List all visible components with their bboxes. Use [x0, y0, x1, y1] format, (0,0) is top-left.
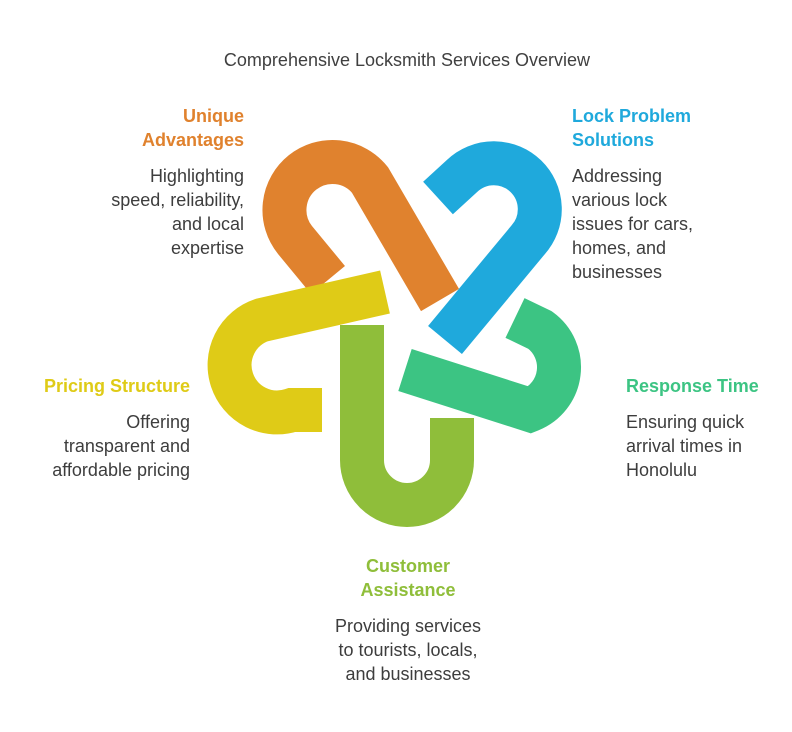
section-pricing-structure: Pricing Structure Offering transparent a…: [20, 374, 190, 482]
body-line: Honolulu: [626, 460, 698, 480]
body-line: businesses: [572, 262, 663, 282]
section-response-time: Response Time Ensuring quick arrival tim…: [626, 374, 786, 482]
heading-line: Response Time: [626, 376, 759, 396]
body-line: arrival times in: [626, 436, 743, 456]
loop-lock-problem-solutions: [423, 141, 562, 355]
body-line: affordable pricing: [52, 460, 190, 480]
heading-unique-advantages: Unique Advantages: [60, 104, 244, 152]
body-line: Ensuring quick: [626, 412, 745, 432]
heading-line: Customer: [365, 556, 450, 576]
heading-customer-assistance: Customer Assistance: [306, 554, 510, 602]
heading-lock-problem-solutions: Lock Problem Solutions: [572, 104, 772, 152]
heading-line: Advantages: [141, 130, 244, 150]
heading-line: Unique: [183, 106, 244, 126]
body-line: homes, and: [572, 238, 667, 258]
section-customer-assistance: Customer Assistance Providing services t…: [306, 554, 510, 686]
loop-customer-assistance: [340, 325, 474, 527]
section-lock-problem-solutions: Lock Problem Solutions Addressing variou…: [572, 104, 772, 284]
body-line: transparent and: [63, 436, 190, 456]
body-line: Offering: [126, 412, 190, 432]
body-pricing-structure: Offering transparent and affordable pric…: [20, 410, 190, 482]
body-line: Addressing: [572, 166, 663, 186]
body-line: Providing services: [334, 616, 482, 636]
body-unique-advantages: Highlighting speed, reliability, and loc…: [60, 164, 244, 260]
body-line: and local: [171, 214, 244, 234]
body-line: to tourists, locals,: [338, 640, 478, 660]
heading-line: Solutions: [572, 130, 654, 150]
heading-pricing-structure: Pricing Structure: [20, 374, 190, 398]
diagram-title: Comprehensive Locksmith Services Overvie…: [223, 50, 591, 70]
body-customer-assistance: Providing services to tourists, locals, …: [306, 614, 510, 686]
heading-response-time: Response Time: [626, 374, 786, 398]
heading-line: Assistance: [360, 580, 456, 600]
section-unique-advantages: Unique Advantages Highlighting speed, re…: [60, 104, 244, 260]
body-lock-problem-solutions: Addressing various lock issues for cars,…: [572, 164, 772, 284]
body-line: speed, reliability,: [111, 190, 244, 210]
body-line: issues for cars,: [572, 214, 694, 234]
body-line: expertise: [170, 238, 244, 258]
body-line: Highlighting: [149, 166, 244, 186]
heading-line: Lock Problem: [572, 106, 692, 126]
loop-response-time: [398, 298, 581, 434]
body-line: various lock: [572, 190, 668, 210]
heading-line: Pricing Structure: [43, 376, 190, 396]
loop-pricing-structure: [207, 270, 390, 435]
loop-unique-advantages: [262, 140, 460, 312]
body-line: and businesses: [345, 664, 471, 684]
body-response-time: Ensuring quick arrival times in Honolulu: [626, 410, 786, 482]
